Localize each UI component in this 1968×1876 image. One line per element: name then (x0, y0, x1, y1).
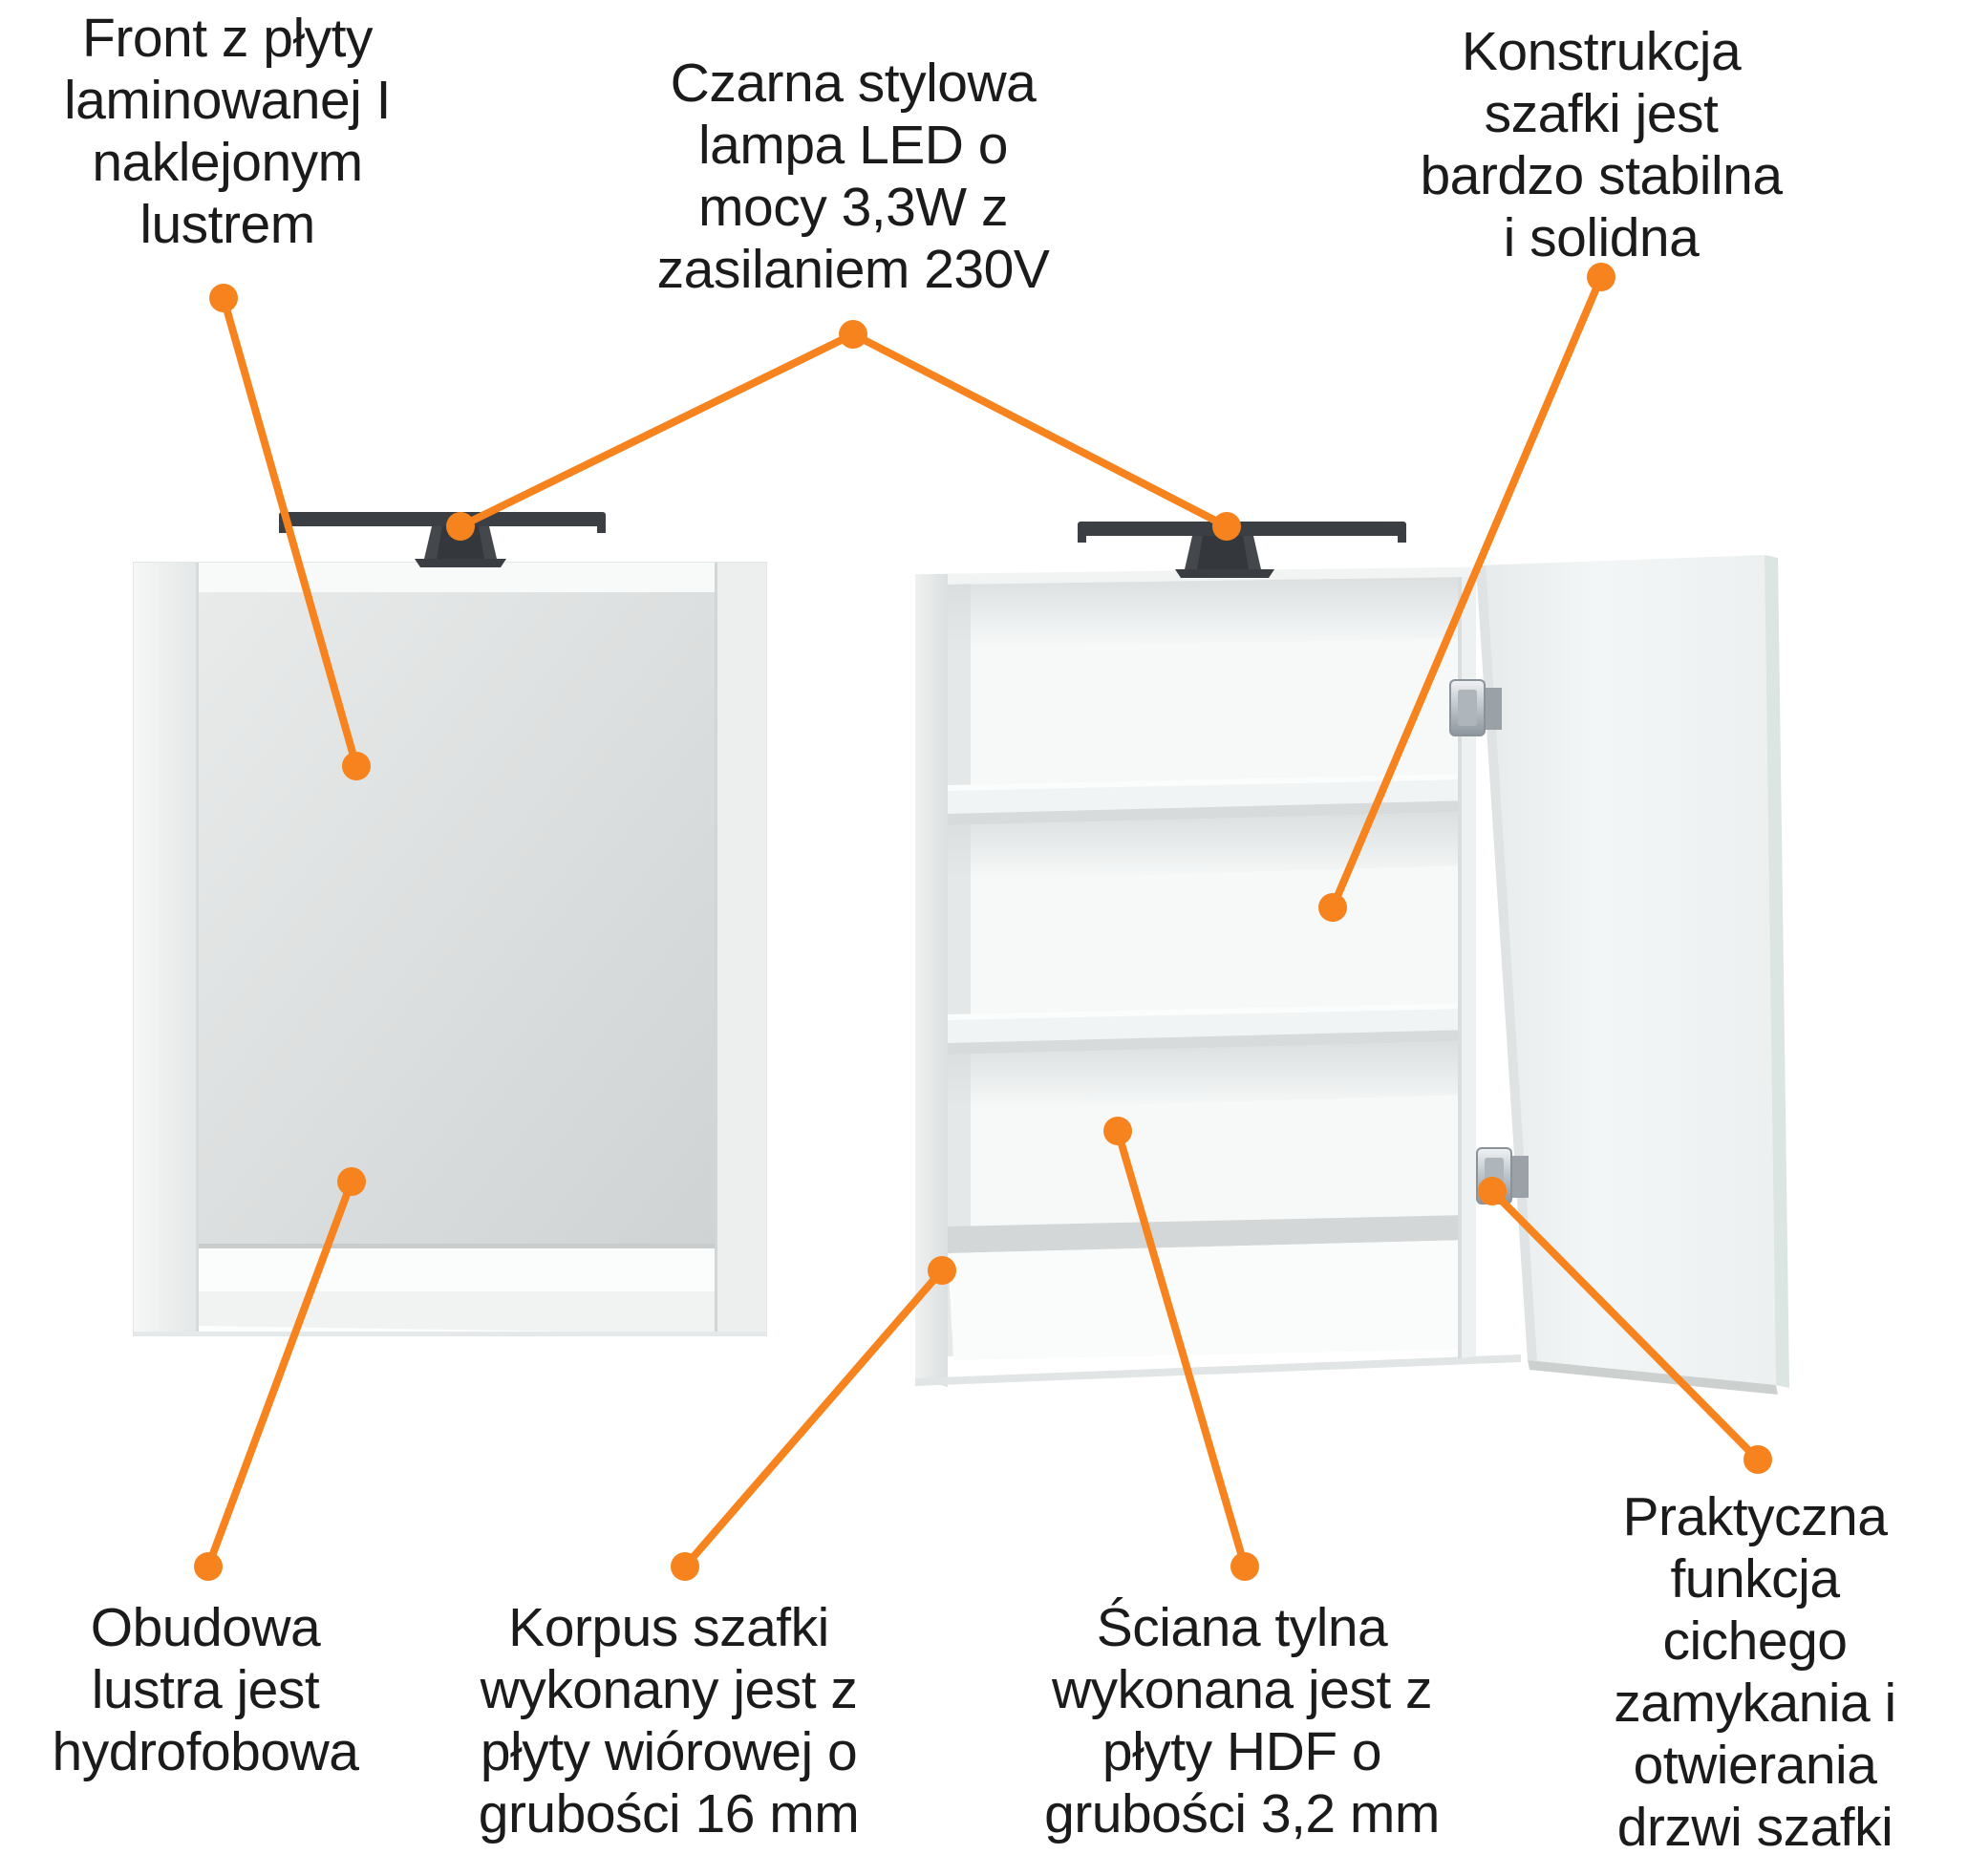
hinge-upper-arm (1485, 688, 1502, 730)
mirror-bottom-shadow (199, 1244, 715, 1248)
annotation-label-mirror-housing: Obudowa lustra jest hydrofobowa (52, 1597, 359, 1782)
open-cabinet-left-wall (915, 574, 948, 1387)
door-bottom-edge (1528, 1360, 1778, 1395)
open-cabinet-floor-shadow (948, 1215, 1469, 1253)
open-cabinet-inner-left-shade (948, 584, 971, 1356)
left-lamp-end-cap-right (597, 524, 606, 533)
open-cabinet-bottom-rail (948, 1240, 1476, 1360)
left-lamp-bar (279, 512, 606, 526)
annotation-label-soft-close: Praktyczna funkcja cichego zamykania i o… (1614, 1486, 1896, 1858)
shelf-upper-shadow (948, 812, 1469, 881)
annotation-label-back-wall: Ściana tylna wykonana jest z płyty HDF o… (1044, 1597, 1440, 1844)
left-cabinet-right-side (715, 563, 766, 1335)
left-cabinet-left-seam (196, 563, 199, 1335)
door-mirror-edge (1765, 555, 1789, 1388)
annotation-label-body-board: Korpus szafki wykonany jest z płyty wiór… (478, 1597, 860, 1844)
open-cabinet-top-shade (948, 577, 1469, 648)
shelf-lower-lip (948, 1003, 1469, 1020)
door-panel (1476, 555, 1776, 1385)
left-led-lamp (279, 512, 606, 567)
left-cabinet-skirt (199, 1291, 715, 1333)
hinge-lower-arm (1511, 1156, 1529, 1198)
annotation-label-front-panel: Front z płyty laminowanej I naklejonym l… (63, 8, 392, 255)
annotation-label-led-lamp: Czarna stylowa lampa LED o mocy 3,3W z z… (656, 53, 1050, 300)
left-cabinet-top-band (199, 563, 715, 592)
left-cabinet-right-seam (715, 563, 717, 1335)
shelf-upper-underside (948, 800, 1469, 825)
left-cabinet (133, 562, 767, 1336)
right-led-lamp (1078, 522, 1406, 578)
open-door (1476, 555, 1789, 1395)
left-lamp-base (415, 559, 506, 567)
shelf-upper (948, 774, 1469, 881)
shelf-lower-underside (948, 1030, 1469, 1055)
shelf-upper-lip (948, 774, 1469, 791)
open-cabinet-right-seam (1458, 577, 1462, 1358)
annotation-label-construction: Konstrukcja szafki jest bardzo stabilna … (1420, 21, 1783, 268)
hinge-upper-plate (1458, 690, 1477, 726)
right-lamp-bar (1078, 522, 1406, 536)
left-cabinet-left-side (134, 563, 198, 1335)
shelf-lower (948, 1003, 1469, 1110)
left-cabinet-ledge (199, 1248, 715, 1291)
open-cabinet-right-edge (1462, 576, 1476, 1358)
right-lamp-base (1175, 569, 1274, 578)
left-lamp-stem-shade (437, 526, 484, 559)
open-cabinet-bottom-edge (915, 1354, 1521, 1386)
right-lamp-end-cap-right (1398, 534, 1406, 543)
right-lamp-end-cap-left (1078, 534, 1086, 543)
shelf-lower-shadow (948, 1041, 1469, 1110)
open-cabinet (915, 555, 1789, 1395)
right-lamp-stem-shade (1197, 536, 1249, 569)
open-cabinet-back-wall (948, 577, 1469, 1356)
left-lamp-end-cap-left (279, 524, 288, 533)
mirror-panel (199, 592, 715, 1244)
left-cabinet-bottom-edge (134, 1332, 766, 1335)
annotation-layer (194, 263, 1772, 1581)
hinge-upper (1449, 679, 1502, 736)
